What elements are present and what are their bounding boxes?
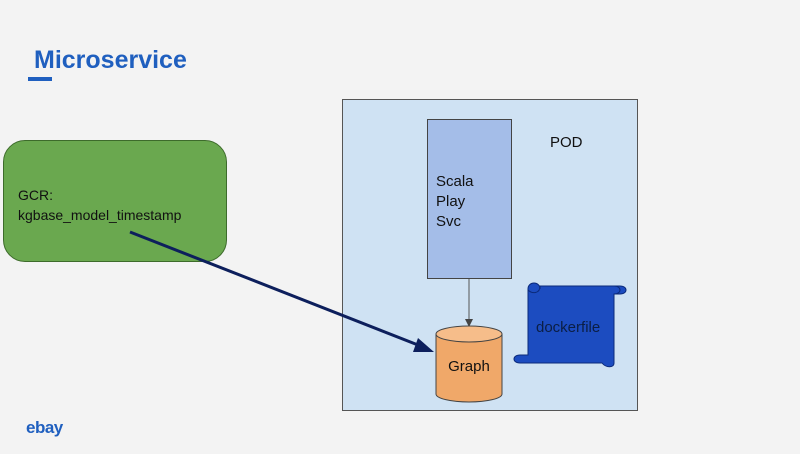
graph-label: Graph: [448, 358, 490, 375]
title-underline: [28, 77, 52, 81]
ebay-logo: ebay: [26, 418, 63, 437]
gcr-label: GCR:: [18, 187, 53, 203]
dockerfile-label: dockerfile: [536, 319, 601, 336]
service-line-2: Play: [436, 193, 466, 210]
service-line-1: Scala: [436, 173, 474, 190]
gcr-model-name: kgbase_model_timestamp: [18, 207, 182, 223]
pod-label: POD: [550, 134, 583, 151]
scala-play-service-box: Scala Play Svc: [427, 119, 512, 279]
slide-title: Microservice: [34, 46, 187, 74]
service-line-3: Svc: [436, 213, 462, 230]
gcr-box: GCR: kgbase_model_timestamp: [3, 140, 227, 262]
